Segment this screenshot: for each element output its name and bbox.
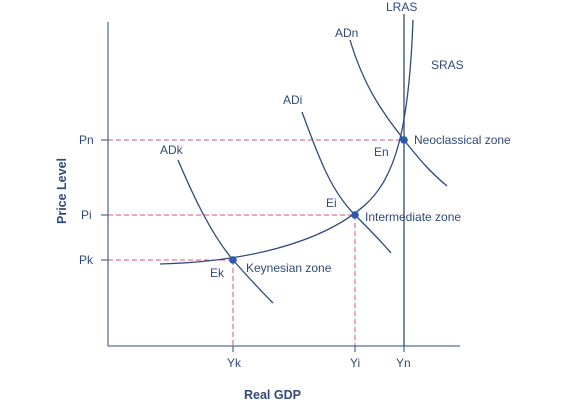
guide-lines — [108, 139, 404, 346]
lras-label: LRAS — [386, 0, 417, 14]
point-ei — [351, 211, 359, 219]
point-en — [400, 136, 408, 144]
ad-n-label: ADn — [335, 26, 358, 40]
axes — [107, 22, 460, 347]
y-axis-title: Price Level — [55, 158, 69, 224]
y-tick-pk: Pk — [79, 253, 94, 267]
y-tick-pi: Pi — [81, 208, 92, 222]
ad-n-curve — [349, 39, 448, 187]
neoclassical-zone-label: Neoclassical zone — [414, 133, 511, 147]
x-tick-yn: Yn — [396, 356, 411, 370]
keynesian-zone-label: Keynesian zone — [246, 261, 332, 275]
y-ticks: Pn Pi Pk — [79, 133, 108, 267]
intermediate-zone-label: Intermediate zone — [365, 210, 461, 224]
ad-k-label: ADk — [160, 143, 184, 157]
point-ei-label: Ei — [326, 196, 337, 210]
y-tick-pn: Pn — [79, 133, 94, 147]
point-ek — [229, 256, 237, 264]
sras-curve — [159, 19, 414, 265]
x-tick-yi: Yi — [350, 356, 360, 370]
ad-i-curve — [301, 111, 392, 254]
x-ticks: Yk Yi Yn — [227, 346, 411, 370]
x-tick-yk: Yk — [227, 356, 242, 370]
point-ek-label: Ek — [210, 266, 225, 280]
point-en-label: En — [374, 145, 389, 159]
ad-i-label: ADi — [283, 93, 302, 107]
ad-k-curve — [177, 159, 274, 304]
x-axis-title: Real GDP — [244, 388, 301, 402]
sras-label: SRAS — [431, 58, 464, 72]
